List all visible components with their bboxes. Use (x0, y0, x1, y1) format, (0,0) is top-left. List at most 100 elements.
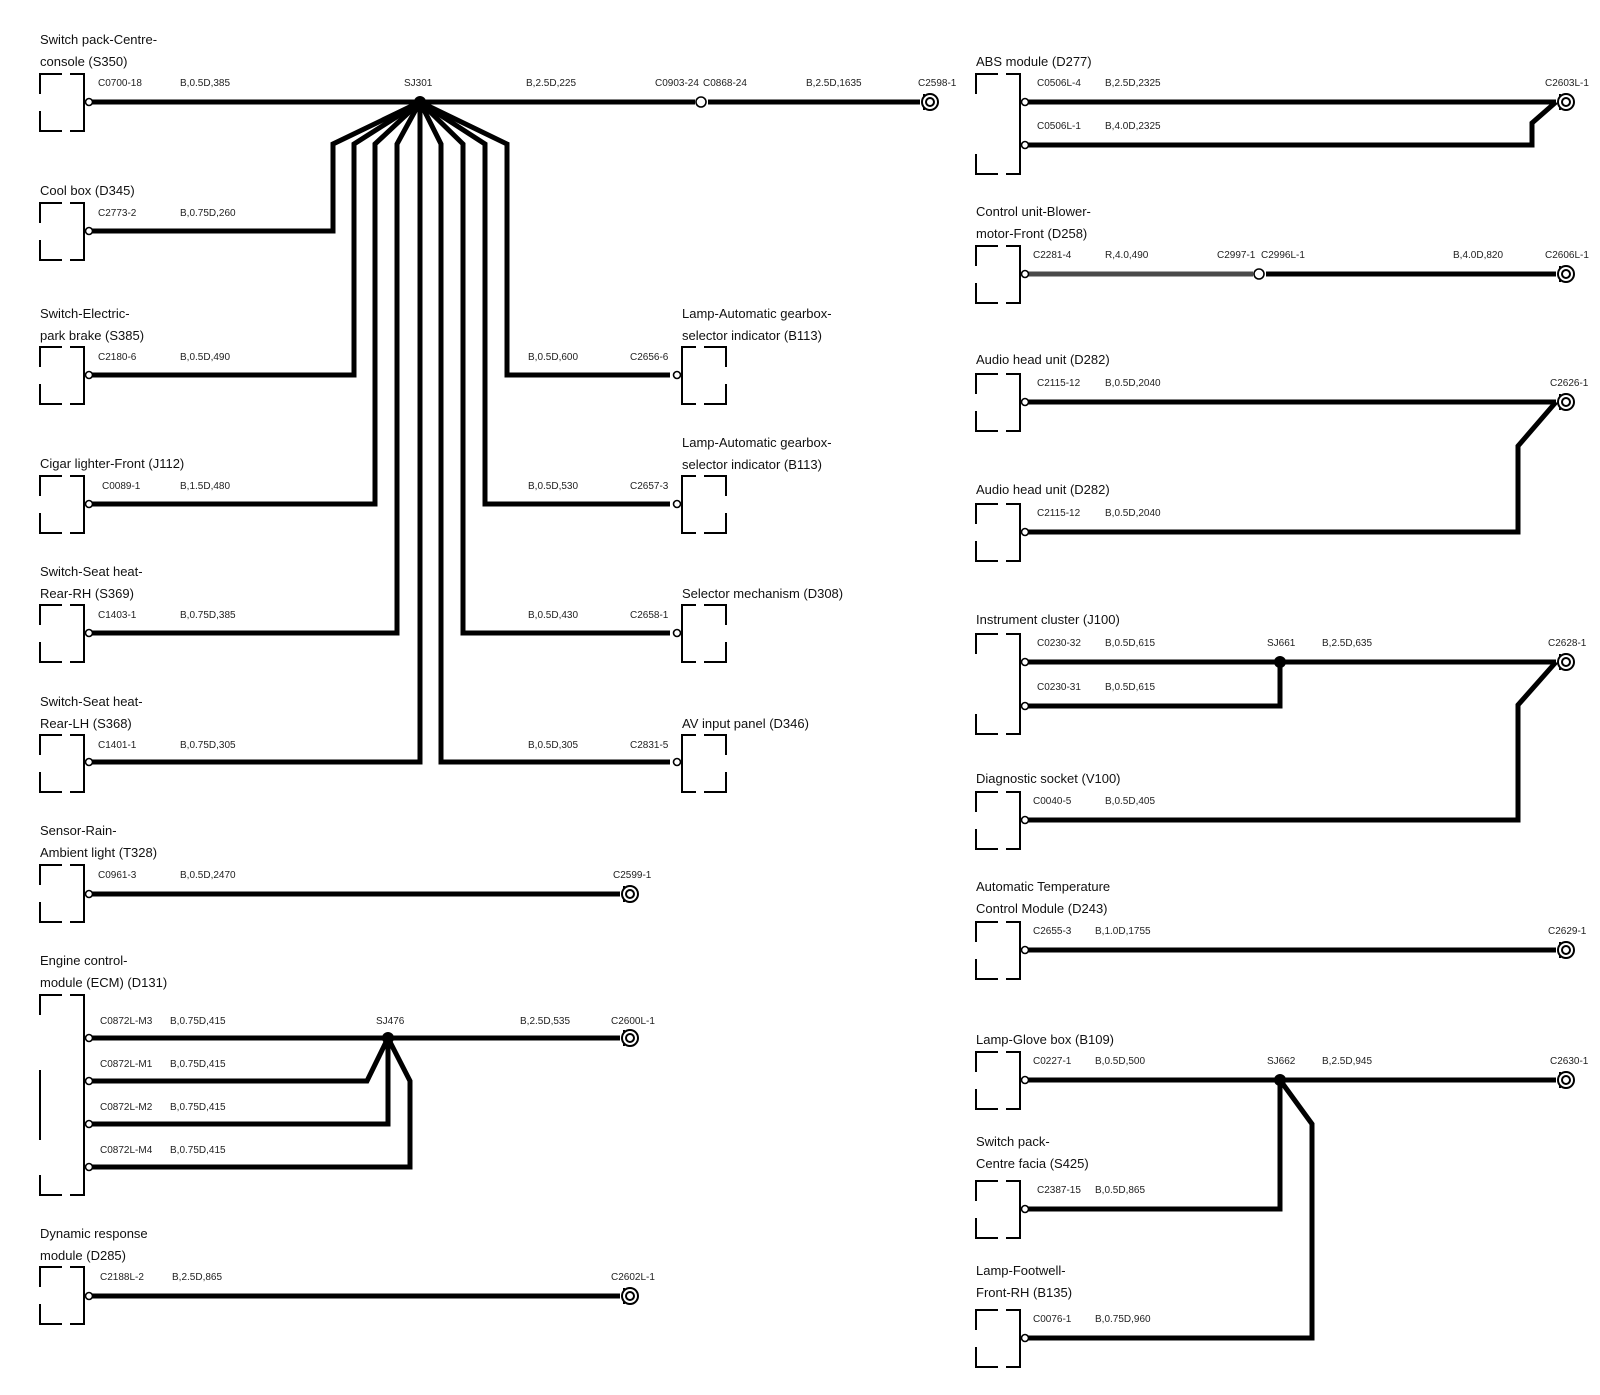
eyelet-terminal-icon (621, 1287, 639, 1305)
eyelet-terminal-icon (1557, 393, 1575, 411)
pin-terminal-icon (84, 1119, 94, 1129)
pin-label: C0089-1 (102, 481, 141, 492)
eyelet-terminal-icon (621, 885, 639, 903)
ground-label: C2628-1 (1548, 638, 1587, 649)
pin-label: C2656-6 (630, 352, 669, 363)
eyelet-terminal-icon (621, 1029, 639, 1047)
wire-label: B,2.5D,945 (1322, 1056, 1372, 1067)
pin-terminal-icon (1020, 1333, 1030, 1343)
component-switch-seat-heat-rear-rh: Switch-Seat heat- Rear-RH (S369) C1403-1… (39, 564, 236, 663)
component-switch-electric-park-brake: Switch-Electric- park brake (S385) C2180… (39, 306, 230, 405)
component-name: module (D285) (40, 1248, 126, 1263)
component-cool-box: Cool box (D345) C2773-2 B,0.75D,260 (39, 183, 236, 261)
splice-label: SJ661 (1267, 638, 1296, 649)
wire-label: R,4.0,490 (1105, 250, 1149, 261)
component-lamp-gearbox-selector-b: Lamp-Automatic gearbox- selector indicat… (528, 435, 832, 534)
splice-dot (1274, 1074, 1286, 1086)
ground-label: C2606L-1 (1545, 250, 1589, 261)
pin-label: C0227-1 (1033, 1056, 1072, 1067)
component-name: Control Module (D243) (976, 901, 1108, 916)
pin-terminal-icon (1020, 527, 1030, 537)
ground-label: C2603L-1 (1545, 78, 1589, 89)
component-name: Cigar lighter-Front (J112) (40, 456, 184, 471)
pin-label: C2655-3 (1033, 926, 1072, 937)
pin-label: C2281-4 (1033, 250, 1072, 261)
wire-label: B,1.5D,480 (180, 481, 230, 492)
pin-terminal-icon (1020, 140, 1030, 150)
pin-terminal-icon (84, 1076, 94, 1086)
component-av-input-panel: AV input panel (D346) B,0.5D,305 C2831-5 (528, 716, 809, 793)
ground-label: C2599-1 (613, 870, 652, 881)
component-name: Front-RH (B135) (976, 1285, 1072, 1300)
component-name: Switch pack-Centre- (40, 32, 157, 47)
component-abs-module: ABS module (D277) C0506L-4 C0506L-1 B,2.… (975, 54, 1589, 175)
eyelet-terminal-icon (1557, 93, 1575, 111)
pin-terminal-icon (84, 370, 94, 380)
component-audio-head-unit-a: Audio head unit (D282) C2115-12 B,0.5D,2… (975, 352, 1589, 432)
component-name: Audio head unit (D282) (976, 352, 1110, 367)
eyelet-terminal-icon (1557, 653, 1575, 671)
component-name: Diagnostic socket (V100) (976, 771, 1121, 786)
component-lamp-footwell-front-rh: Lamp-Footwell- Front-RH (B135) C0076-1 B… (975, 1074, 1315, 1368)
component-name: ABS module (D277) (976, 54, 1092, 69)
pin-label: C0230-31 (1037, 682, 1081, 693)
pin-terminal-icon (84, 757, 94, 767)
pin-terminal-icon (84, 1291, 94, 1301)
wire-label: B,0.5D,490 (180, 352, 230, 363)
ground-label: C2600L-1 (611, 1016, 655, 1027)
pin-terminal-icon (672, 370, 682, 380)
pin-terminal-icon (1020, 97, 1030, 107)
component-name: selector indicator (B113) (682, 328, 822, 343)
wire-label: B,0.5D,615 (1105, 682, 1155, 693)
wire-label: B,1.0D,1755 (1095, 926, 1151, 937)
inline-connector-label: C2997-1 (1217, 250, 1256, 261)
connector-bracket (39, 73, 85, 132)
component-name: Dynamic response (40, 1226, 148, 1241)
pin-terminal-icon (84, 889, 94, 899)
component-audio-head-unit-b: Audio head unit (D282) C2115-12 B,0.5D,2… (975, 400, 1558, 562)
ground-label: C2626-1 (1550, 378, 1589, 389)
pin-label: C0872L-M3 (100, 1016, 153, 1027)
wire-label: B,0.75D,385 (180, 610, 236, 621)
ground-label: C2602L-1 (611, 1272, 655, 1283)
wire-label: B,0.5D,2040 (1105, 508, 1161, 519)
pin-terminals (84, 96, 1265, 1343)
splice-dot (414, 96, 426, 108)
component-name: Lamp-Footwell- (976, 1263, 1066, 1278)
component-switch-seat-heat-rear-lh: Switch-Seat heat- Rear-LH (S368) C1401-1… (39, 694, 236, 793)
component-name: Lamp-Automatic gearbox- (682, 435, 832, 450)
wire-label: B,0.5D,500 (1095, 1056, 1145, 1067)
pin-terminal-icon (672, 628, 682, 638)
wire-label: B,0.5D,600 (528, 352, 578, 363)
pin-label: C0872L-M4 (100, 1145, 153, 1156)
wire-label: B,0.75D,415 (170, 1059, 226, 1070)
component-name: Sensor-Rain- (40, 823, 117, 838)
component-name: Engine control- (40, 953, 127, 968)
wire-label: B,4.0D,820 (1453, 250, 1503, 261)
component-engine-control-module: Engine control- module (ECM) (D131) C087… (39, 953, 655, 1196)
component-cigar-lighter-front: Cigar lighter-Front (J112) C0089-1 B,1.5… (39, 456, 230, 534)
splice-label: SJ476 (376, 1016, 405, 1027)
component-name: module (ECM) (D131) (40, 975, 167, 990)
component-switch-pack-centre-console: Switch pack-Centre- console (S350) C0700… (39, 32, 957, 132)
eyelet-terminal-icon (1557, 941, 1575, 959)
pin-label: C2657-3 (630, 481, 669, 492)
inline-connector-icon (695, 96, 707, 108)
pin-terminal-icon (1020, 397, 1030, 407)
pin-label: C2831-5 (630, 740, 669, 751)
component-name: Lamp-Automatic gearbox- (682, 306, 832, 321)
wire-label: B,4.0D,2325 (1105, 121, 1161, 132)
pin-label: C0040-5 (1033, 796, 1072, 807)
pin-terminal-icon (84, 628, 94, 638)
component-name: Switch pack- (976, 1134, 1050, 1149)
pin-terminal-icon (1020, 1204, 1030, 1214)
component-name: park brake (S385) (40, 328, 144, 343)
component-control-unit-blower-motor: Control unit-Blower- motor-Front (D258) … (975, 204, 1589, 304)
pin-label: C0961-3 (98, 870, 137, 881)
wire-label: B,0.75D,415 (170, 1145, 226, 1156)
pin-label: C0076-1 (1033, 1314, 1072, 1325)
ground-label: C2630-1 (1550, 1056, 1589, 1067)
component-sensor-rain-ambient-light: Sensor-Rain- Ambient light (T328) C0961-… (39, 823, 652, 923)
component-instrument-cluster: Instrument cluster (J100) C0230-32 C0230… (975, 612, 1587, 735)
pin-terminal-icon (84, 499, 94, 509)
